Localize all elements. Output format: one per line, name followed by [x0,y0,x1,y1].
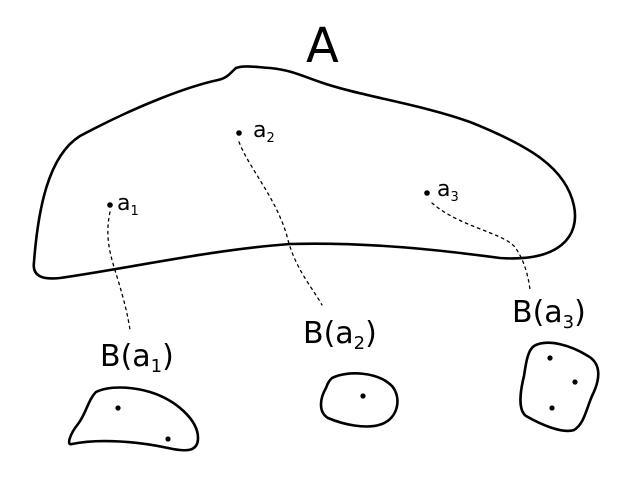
set-b-a3-outline [519,341,600,433]
set-b-a3-point-3 [549,405,555,411]
connector-a1 [107,211,131,331]
point-a1-label: a1 [117,191,139,219]
image-label-b-a2: B(a2) [303,316,377,354]
point-a1: a1 [107,191,139,219]
point-a2-label: a2 [253,118,275,146]
set-b-a1-point-2 [165,436,171,442]
set-b-a3-point-2 [572,379,578,385]
point-a3-dot [424,190,430,196]
point-a2-dot [236,130,242,136]
point-a1-dot [107,202,113,208]
set-b-a2-point [360,393,366,399]
set-b-a3 [519,341,600,433]
point-a2: a2 [236,118,275,146]
set-b-a1-point-1 [115,405,121,411]
set-b-a1-outline [67,386,200,452]
set-b-a3-point-1 [547,355,553,361]
image-label-b-a1: B(a1) [100,339,174,377]
set-a-outline [32,65,577,280]
set-b-a1 [67,386,200,452]
connector-a3 [431,202,531,291]
set-b-a2-outline [319,372,399,428]
point-a3: a3 [424,177,459,205]
point-a3-label: a3 [437,177,459,205]
set-b-a2 [319,372,399,428]
connector-a2 [238,141,323,306]
set-a-label: A [306,18,339,74]
image-label-b-a3: B(a3) [512,295,586,333]
